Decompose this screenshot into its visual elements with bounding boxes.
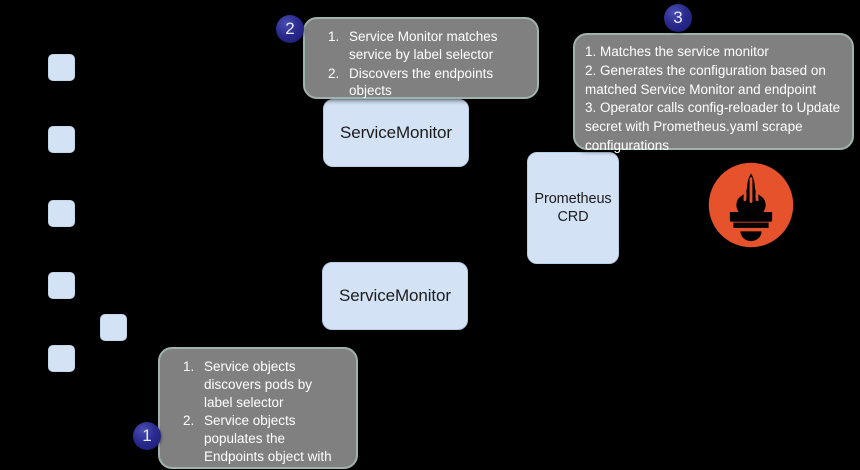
prometheus-logo-icon [708, 162, 794, 248]
callout-line: configurations [585, 138, 670, 154]
node-service-monitor-top[interactable]: ServiceMonitor [323, 99, 469, 167]
node-service-monitor-bottom[interactable]: ServiceMonitor [322, 262, 468, 330]
callout-two-list: Service Monitor matches service by label… [317, 28, 525, 100]
node-label: Prometheus CRD [534, 190, 611, 226]
list-item: Discovers the endpoints objects [343, 65, 525, 101]
node-label: ServiceMonitor [340, 123, 452, 143]
node-label: ServiceMonitor [339, 286, 451, 306]
callout-line: 2. Generates the configuration based on [585, 62, 826, 78]
node-label-line2: CRD [557, 209, 589, 225]
node-prometheus-crd[interactable]: Prometheus CRD [527, 152, 619, 264]
pod-square-5 [48, 345, 75, 372]
callout-one-list: Service objects discovers pods by label … [172, 358, 344, 470]
callout-line: 1. Matches the service monitor [585, 44, 769, 59]
node-label-line1: Prometheus [534, 190, 612, 207]
callout-three-lines: 1. Matches the service monitor 2. Genera… [585, 43, 842, 155]
badge-three: 3 [664, 4, 692, 32]
pod-square-2 [48, 126, 75, 153]
callout-line: secret with Prometheus.yaml scrape [585, 119, 803, 135]
callout-line: matched Service Monitor and endpoint [585, 81, 817, 97]
callout-three: 1. Matches the service monitor 2. Genera… [573, 33, 854, 153]
callout-one: Service objects discovers pods by label … [158, 347, 358, 470]
list-item: Service objects discovers pods by label … [198, 358, 344, 411]
pod-square-3 [48, 200, 75, 227]
badge-one: 1 [133, 422, 161, 450]
list-item: Service objects populates the Endpoints … [198, 412, 344, 470]
badge-two: 2 [276, 15, 304, 43]
list-item: Service Monitor matches service by label… [343, 28, 525, 64]
pod-square-6 [100, 314, 127, 341]
callout-two: Service Monitor matches service by label… [303, 17, 539, 99]
pod-square-1 [48, 54, 75, 81]
callout-line: 3. Operator calls config-reloader to Upd… [585, 100, 841, 116]
prometheus-logo [707, 161, 795, 249]
pod-square-4 [48, 272, 75, 299]
